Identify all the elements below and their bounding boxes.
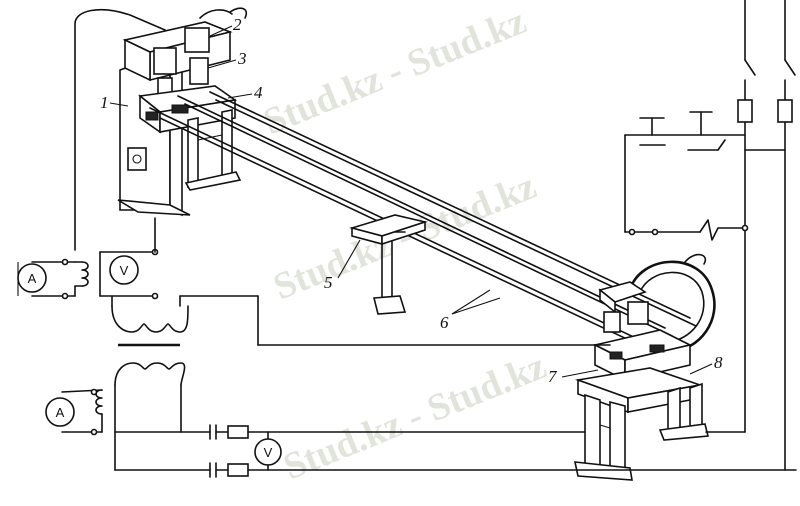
left-stand [117,21,242,217]
right-stand [573,260,716,481]
label-8: 8 [714,353,723,372]
label-2: 2 [233,15,242,34]
bottom-circuit: V [209,424,797,478]
label-3: 3 [237,49,247,68]
label-1: 1 [100,93,109,112]
voltmeter-left-top [109,255,139,285]
watermark-top: Stud.kz - Stud.kz [258,0,532,143]
left-measuring-circuit: A V A [17,217,611,471]
label-5: 5 [324,273,333,292]
ammeter-left-bottom-symbol: A [56,405,65,420]
voltmeter-bottom-symbol: V [264,445,273,460]
callout-labels: 1 2 3 4 5 6 7 8 [100,15,723,386]
watermark-bottom: Stud.kz - Stud.kz [278,345,552,488]
label-6: 6 [440,313,449,332]
right-power-circuit [624,0,796,471]
ammeter-left-top-symbol: A [28,271,37,286]
label-4: 4 [254,83,263,102]
voltmeter-left-top-symbol: V [120,263,129,278]
label-7: 7 [548,367,558,386]
middle-support [349,214,428,315]
watermark-group: Stud.kz - Stud.kz Stud.kz - Stud.kz Stud… [258,0,552,488]
cables-top [229,7,707,265]
ammeter-left-bottom [45,397,75,427]
